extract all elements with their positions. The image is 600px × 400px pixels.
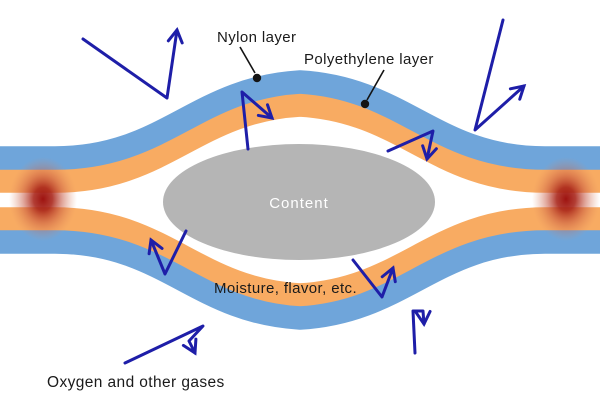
polyethylene-layer-bottom [0,207,600,307]
bottom-film [0,207,600,330]
moisture-deflection-arrow-lower-right-inside [351,258,397,299]
moisture-label: Moisture, flavor, etc. [214,280,357,297]
oxygen-label: Oxygen and other gases [47,374,225,391]
nylon-layer-top [0,70,600,170]
polyethylene-pointer-dot [360,99,370,109]
nylon-pointer-dot [252,73,262,83]
moisture-deflection-arrow-lower-left-inside [147,229,188,276]
heat-seal-left [9,157,77,241]
gas-deflection-arrow-top-left [81,27,184,100]
heat-seal-right [532,157,600,241]
polyethylene-label-pointer [360,69,385,109]
top-film [0,70,600,193]
gas-deflection-arrow-top-right [473,18,527,132]
polyethylene-layer-label: Polyethylene layer [304,51,434,68]
nylon-label-pointer [239,46,262,83]
nylon-layer-bottom [0,230,600,330]
content-ellipse [163,144,435,260]
moisture-deflection-arrow-upper-inside [240,90,275,151]
nylon-layer-label: Nylon layer [217,29,296,46]
moisture-deflection-arrow-right-inside [386,129,438,162]
gas-deflection-arrow-bottom-left [123,324,205,365]
content-label: Content [269,195,329,212]
polyethylene-layer-top [0,93,600,193]
gas-deflection-arrow-bottom-right [411,309,432,355]
